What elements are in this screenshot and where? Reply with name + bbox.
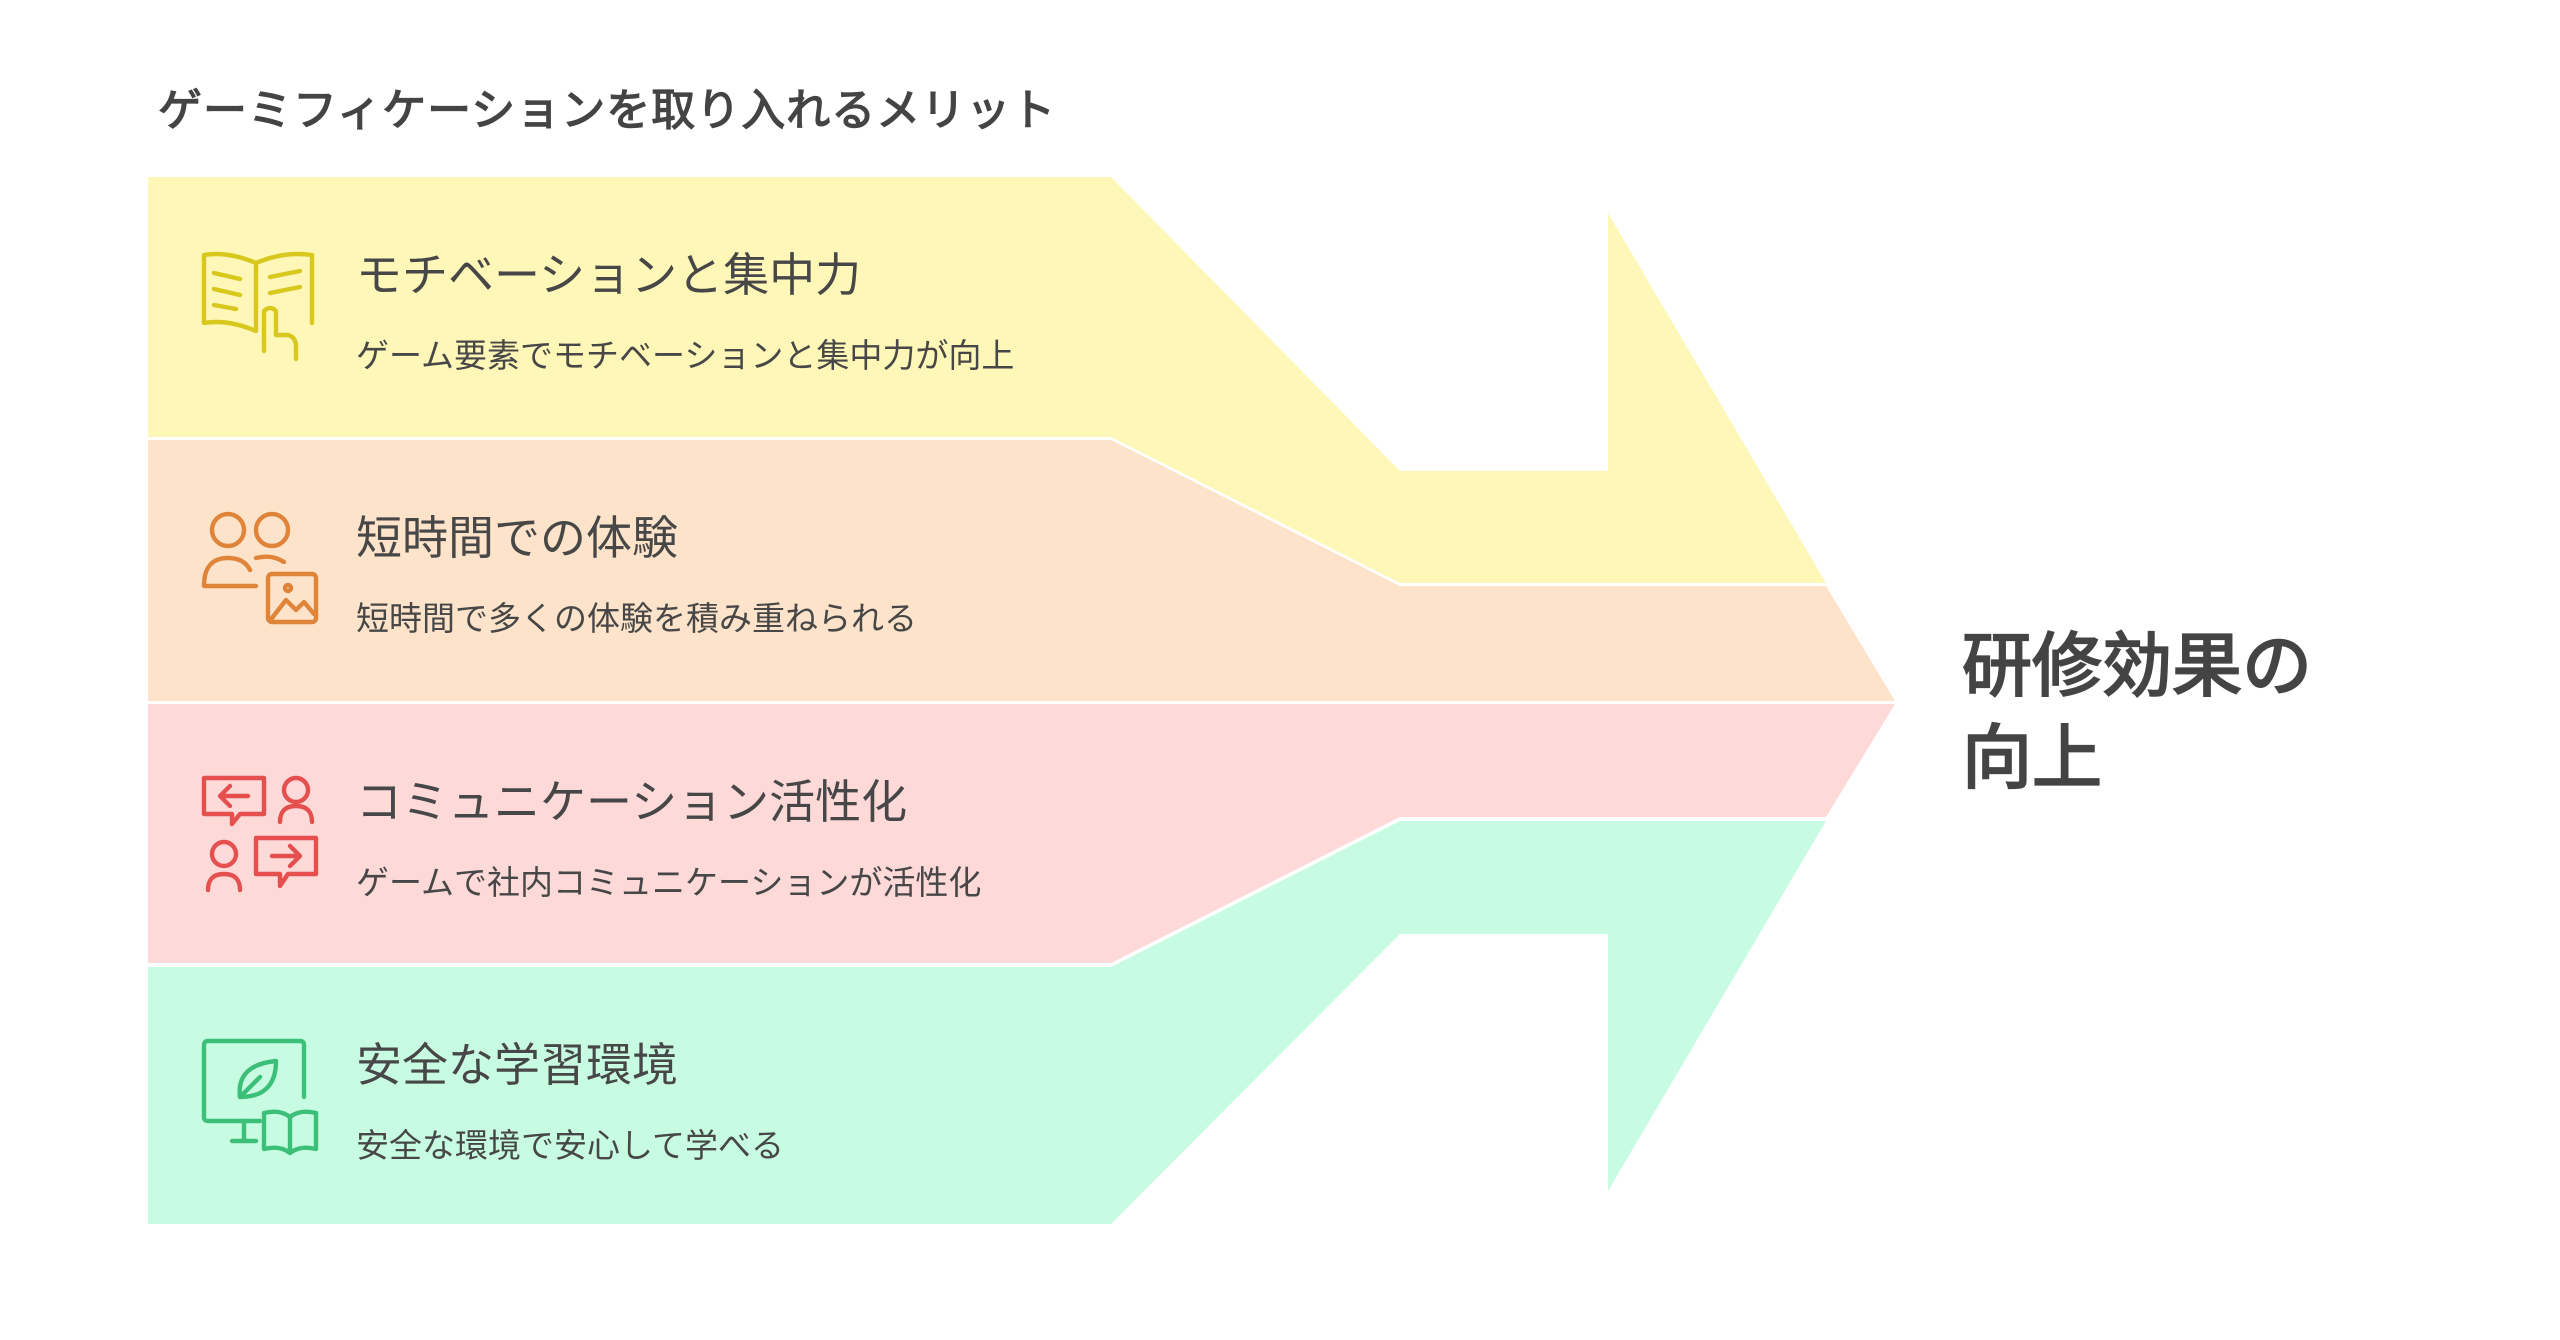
item-heading: モチベーションと集中力 — [356, 248, 862, 302]
monitor-leaf-book-icon — [201, 1038, 319, 1156]
band-short-time — [148, 440, 1895, 701]
diagram-title: ゲーミフィケーションを取り入れるメリット — [158, 85, 1057, 136]
result-line-1: 研修効果の — [1962, 625, 2312, 707]
result-label: 研修効果の 向上 — [1962, 620, 2382, 804]
result-line-2: 向上 — [1962, 717, 2102, 799]
book-touch-icon — [201, 251, 315, 362]
band-communication — [148, 704, 1895, 963]
item-description: 短時間で多くの体験を積み重ねられる — [356, 599, 917, 638]
item-motivation: モチベーションと集中力 ゲーム要素でモチベーションと集中力が向上 — [148, 177, 1108, 437]
item-short-time: 短時間での体験 短時間で多くの体験を積み重ねられる — [148, 440, 1108, 700]
item-heading: 安全な学習環境 — [356, 1038, 678, 1092]
band-safe-learning — [148, 821, 1826, 1224]
item-description: 安全な環境で安心して学べる — [356, 1126, 785, 1165]
item-safe-learning: 安全な学習環境 安全な環境で安心して学べる — [148, 967, 1108, 1227]
item-description: ゲームで社内コミュニケーションが活性化 — [356, 863, 982, 902]
item-description: ゲーム要素でモチベーションと集中力が向上 — [356, 336, 1015, 375]
item-heading: コミュニケーション活性化 — [356, 775, 908, 829]
item-heading: 短時間での体験 — [356, 511, 678, 565]
users-image-icon — [201, 511, 319, 625]
chat-exchange-icon — [201, 775, 319, 893]
item-communication: コミュニケーション活性化 ゲームで社内コミュニケーションが活性化 — [148, 704, 1108, 964]
band-motivation — [148, 177, 1826, 583]
